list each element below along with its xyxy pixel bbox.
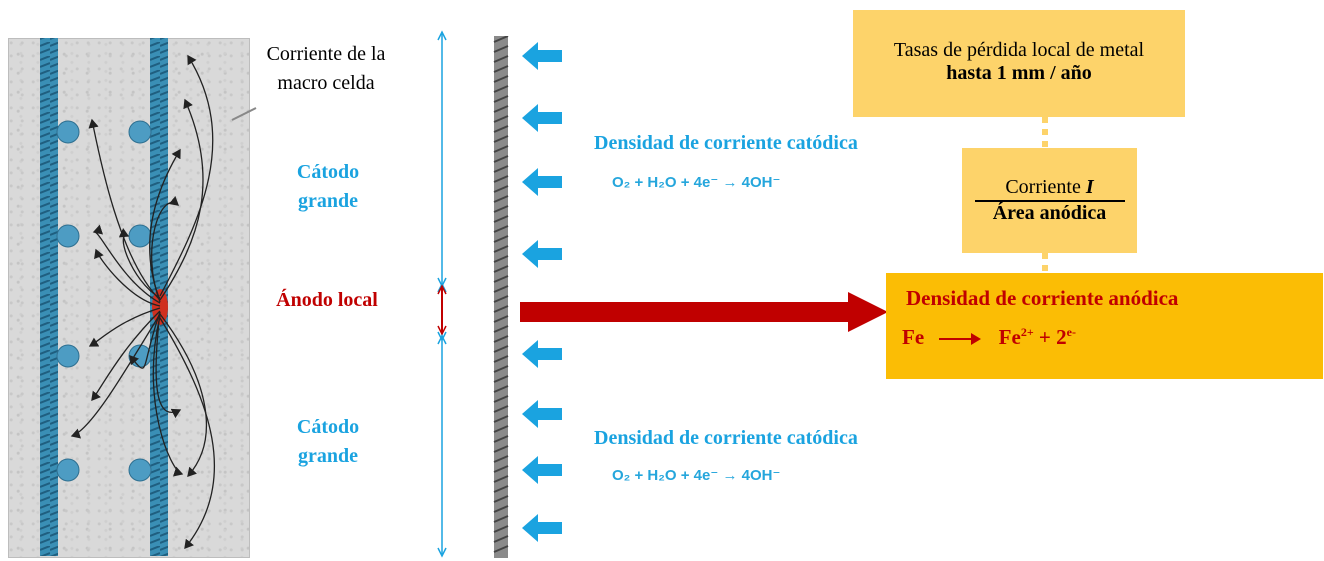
blue-arrow-icon [522,456,562,484]
cathodic-density-top: Densidad de corriente catódica [594,132,858,154]
blue-arrow-icon [522,400,562,428]
anodic-title: Densidad de corriente anódica [906,286,1179,310]
anode-spot [152,289,168,325]
anodic-arrow-icon [520,292,888,332]
blue-arrow-icon [522,240,562,268]
ratio-box: Corriente I Área anódica [962,148,1137,253]
blue-arrow-icon [522,168,562,196]
product-charge: 2+ [1020,325,1034,339]
anodic-equation: Fe Fe2+ + 2e- [902,325,1076,350]
product: Fe [998,325,1021,349]
ratio-numerator: Corriente I [962,176,1137,199]
anode-label: Ánodo local [276,289,378,311]
cathodic-density-bottom: Densidad de corriente catódica [594,427,858,449]
cathodic-arrows [522,42,562,542]
pointer-line [231,107,257,121]
fraction-bar [974,200,1125,202]
cathodic-equation-bottom: O₂ + H₂O + 4e⁻ → 4OH⁻ [612,467,781,484]
cathode-bottom-label: Cátodo grande [296,416,360,467]
cathodic-equation-top: O₂ + H₂O + 4e⁻ → 4OH⁻ [612,174,781,191]
reaction-arrow-icon [939,333,982,346]
plus-electrons: + 2 [1038,325,1067,349]
steel-surface [493,36,509,558]
dimension-line [437,30,447,558]
electron-symbol: e- [1066,325,1076,339]
ratio-denominator: Área anódica [992,202,1107,224]
loss-rate-line1: Tasas de pérdida local de metal [893,39,1145,61]
numerator-var: I [1085,176,1094,198]
anodic-box: Densidad de corriente anódica Fe Fe2+ + … [886,273,1323,379]
numerator-text: Corriente [1005,176,1081,198]
connector-dots [1042,117,1048,273]
blue-arrow-icon [522,104,562,132]
blue-arrow-icon [522,514,562,542]
current-lines [70,54,215,550]
cathode-top-label: Cátodo grande [296,161,360,212]
transverse-bar-dots [56,120,152,482]
loss-rate-line2: hasta 1 mm / año [946,62,1092,84]
rebar-diagram [40,38,257,556]
macro-current-label: Corriente de la macro celda [266,43,386,94]
reactant: Fe [902,325,925,349]
loss-rate-box: Tasas de pérdida local de metal hasta 1 … [853,10,1185,117]
blue-arrow-icon [522,42,562,70]
left-rebar [40,38,58,556]
blue-arrow-icon [522,340,562,368]
